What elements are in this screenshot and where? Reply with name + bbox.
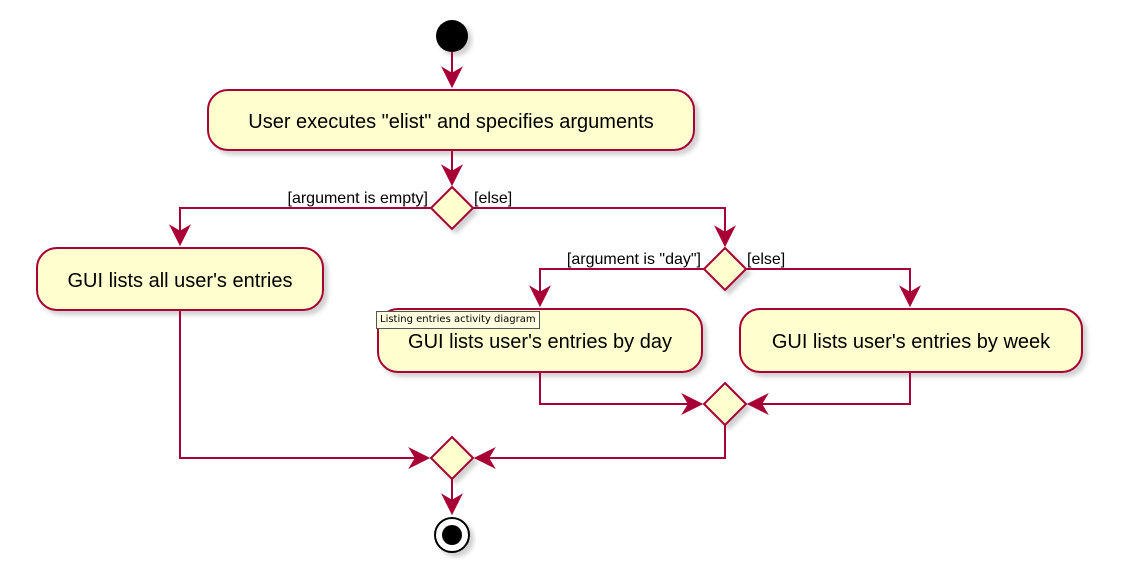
- decision-argument-day: [702, 246, 748, 292]
- arrow-inner-merge-to-outer-merge: [473, 425, 726, 469]
- guard-else-2: [else]: [747, 251, 785, 268]
- end-node-inner: [442, 525, 462, 545]
- arrow-decision-to-decision-day: [473, 207, 736, 248]
- guard-argument-empty: [argument is empty]: [288, 190, 429, 207]
- arrow-decision-to-list-by-day: [529, 268, 704, 308]
- activity-list-by-day-label: GUI lists user's entries by day: [408, 331, 672, 353]
- guard-else-1: [else]: [474, 190, 512, 207]
- guard-argument-day: [argument is "day"]: [567, 251, 701, 268]
- merge-inner: [702, 381, 748, 427]
- arrow-list-all-to-merge: [179, 310, 431, 469]
- activity-list-all-label: GUI lists all user's entries: [68, 270, 293, 292]
- activity-list-by-week-label: GUI lists user's entries by week: [772, 331, 1051, 353]
- merge-outer: [429, 435, 475, 481]
- activity-execute-label: User executes "elist" and specifies argu…: [248, 111, 654, 133]
- diagram-tooltip: Listing entries activity diagram: [376, 311, 540, 329]
- arrow-list-by-week-to-merge: [746, 372, 911, 415]
- arrow-list-by-day-to-merge: [539, 372, 704, 415]
- arrow-decision-to-list-by-week: [746, 268, 921, 308]
- decision-argument-empty: [429, 185, 475, 231]
- start-node: [436, 20, 468, 52]
- arrow-decision-to-list-all: [169, 207, 431, 247]
